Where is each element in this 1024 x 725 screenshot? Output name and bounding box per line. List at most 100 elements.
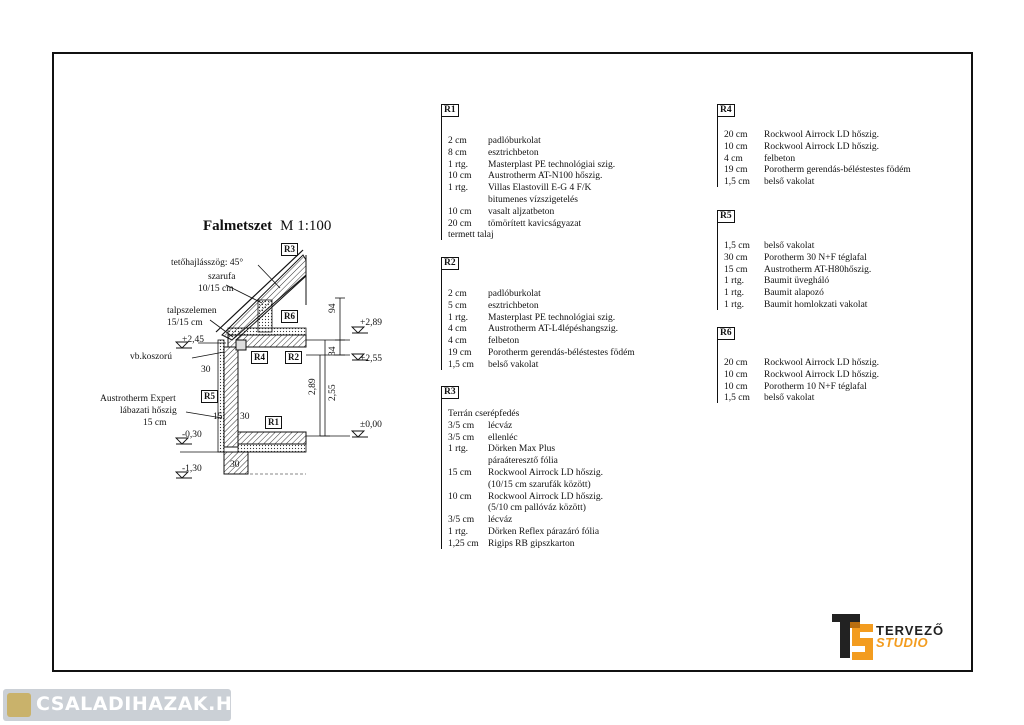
spec-r6-head: R6: [717, 327, 735, 340]
tag-r1: R1: [265, 416, 282, 429]
level-markers: [174, 326, 368, 479]
logo-wordmark: TERVEZŐ STUDIO: [876, 623, 945, 650]
tag-r5: R5: [201, 390, 218, 403]
dim-30-footing: 30: [230, 460, 240, 470]
watermark-bar: [3, 689, 231, 721]
roof-section: [215, 249, 307, 341]
label-plinth-2: lábazati hőszig: [120, 406, 177, 416]
level-minus-130: -1,30: [182, 464, 202, 474]
spec-row: 1 rtg.Baumit homlokzati vakolat: [724, 299, 868, 310]
dim-34: 34: [328, 346, 338, 357]
tag-r2: R2: [285, 351, 302, 364]
level-000: ±0,00: [360, 420, 382, 430]
spec-r2-head: R2: [441, 257, 459, 270]
spec-row: 1 rtg.Dörken Max Plus: [448, 444, 556, 455]
spec-row: 1 rtg.Baumit alapozó: [724, 288, 824, 299]
level-255: +2,55: [360, 354, 382, 364]
spec-row: Terrán cserépfedés: [448, 409, 520, 419]
house-icon: [7, 693, 31, 717]
dim-289: 2,89: [308, 378, 318, 395]
spec-row: termett talaj: [448, 230, 494, 241]
dim-94: 94: [328, 303, 338, 314]
scale-text: M 1:100: [280, 218, 332, 234]
spec-row: 1 rtg.Villas Elastovill E-G 4 F/K: [448, 183, 592, 194]
spec-row: páraáteresztő fólia: [488, 456, 558, 467]
dim-15: 15: [213, 412, 223, 422]
spec-row: 1 rtg.Masterplast PE technológiai szig.: [448, 159, 616, 170]
label-plinth-3: 15 cm: [143, 418, 167, 428]
label-roof-angle: tetőhajlásszög: 45°: [171, 258, 244, 268]
watermark-text: CSALADIHAZAK.HU: [36, 693, 249, 715]
spec-row: 1 rtg.Baumit üvegháló: [724, 276, 830, 287]
level-245: +2,45: [182, 335, 204, 345]
label-plinth-1: Austrotherm Expert: [100, 394, 176, 404]
spec-r5-head: R5: [717, 210, 735, 223]
logo-line-1: TERVEZŐ: [876, 623, 945, 638]
drawing-title: Falmetszet M 1:100: [203, 218, 331, 235]
spec-row: 1 rtg.Dörken Reflex párazáró fólia: [448, 526, 600, 537]
spec-row: (10/15 cm szarufák között): [488, 479, 591, 490]
tag-r6: R6: [281, 310, 298, 323]
label-rafter: szarufa: [208, 272, 236, 282]
drawing-frame: [52, 52, 973, 672]
label-ring-beam: vb.koszorú: [130, 352, 172, 362]
level-289: +2,89: [360, 318, 382, 328]
floor-slab: [180, 431, 307, 475]
title-text: Falmetszet: [203, 218, 273, 234]
ceiling-slab: [227, 327, 307, 348]
spec-row: 1 rtg.Masterplast PE technológiai szig.: [448, 312, 616, 323]
dim-255: 2,55: [328, 384, 338, 401]
spec-r4-head: R4: [717, 104, 735, 117]
leader-lines: [185, 264, 281, 419]
tag-r4: R4: [251, 351, 268, 364]
logo-line-2: STUDIO: [876, 635, 929, 650]
spec-r1-head: R1: [441, 104, 459, 117]
tervezo-studio-logo-icon: [832, 614, 873, 660]
level-minus-030: -0,30: [182, 430, 202, 440]
spec-row: (5/10 cm pallóváz között): [488, 503, 586, 514]
dim-30-wall: 30: [201, 365, 211, 375]
spec-row: bitumenes vízszigetelés: [488, 194, 578, 205]
spec-r3-head: R3: [441, 386, 459, 399]
label-sill-beam: talpszelemen: [167, 306, 217, 316]
dimension-lines: [306, 297, 350, 437]
tag-r3: R3: [281, 243, 298, 256]
label-rafter-size: 10/15 cm: [198, 284, 234, 294]
label-sill-size: 15/15 cm: [167, 318, 203, 328]
dim-30-base: 30: [240, 412, 250, 422]
